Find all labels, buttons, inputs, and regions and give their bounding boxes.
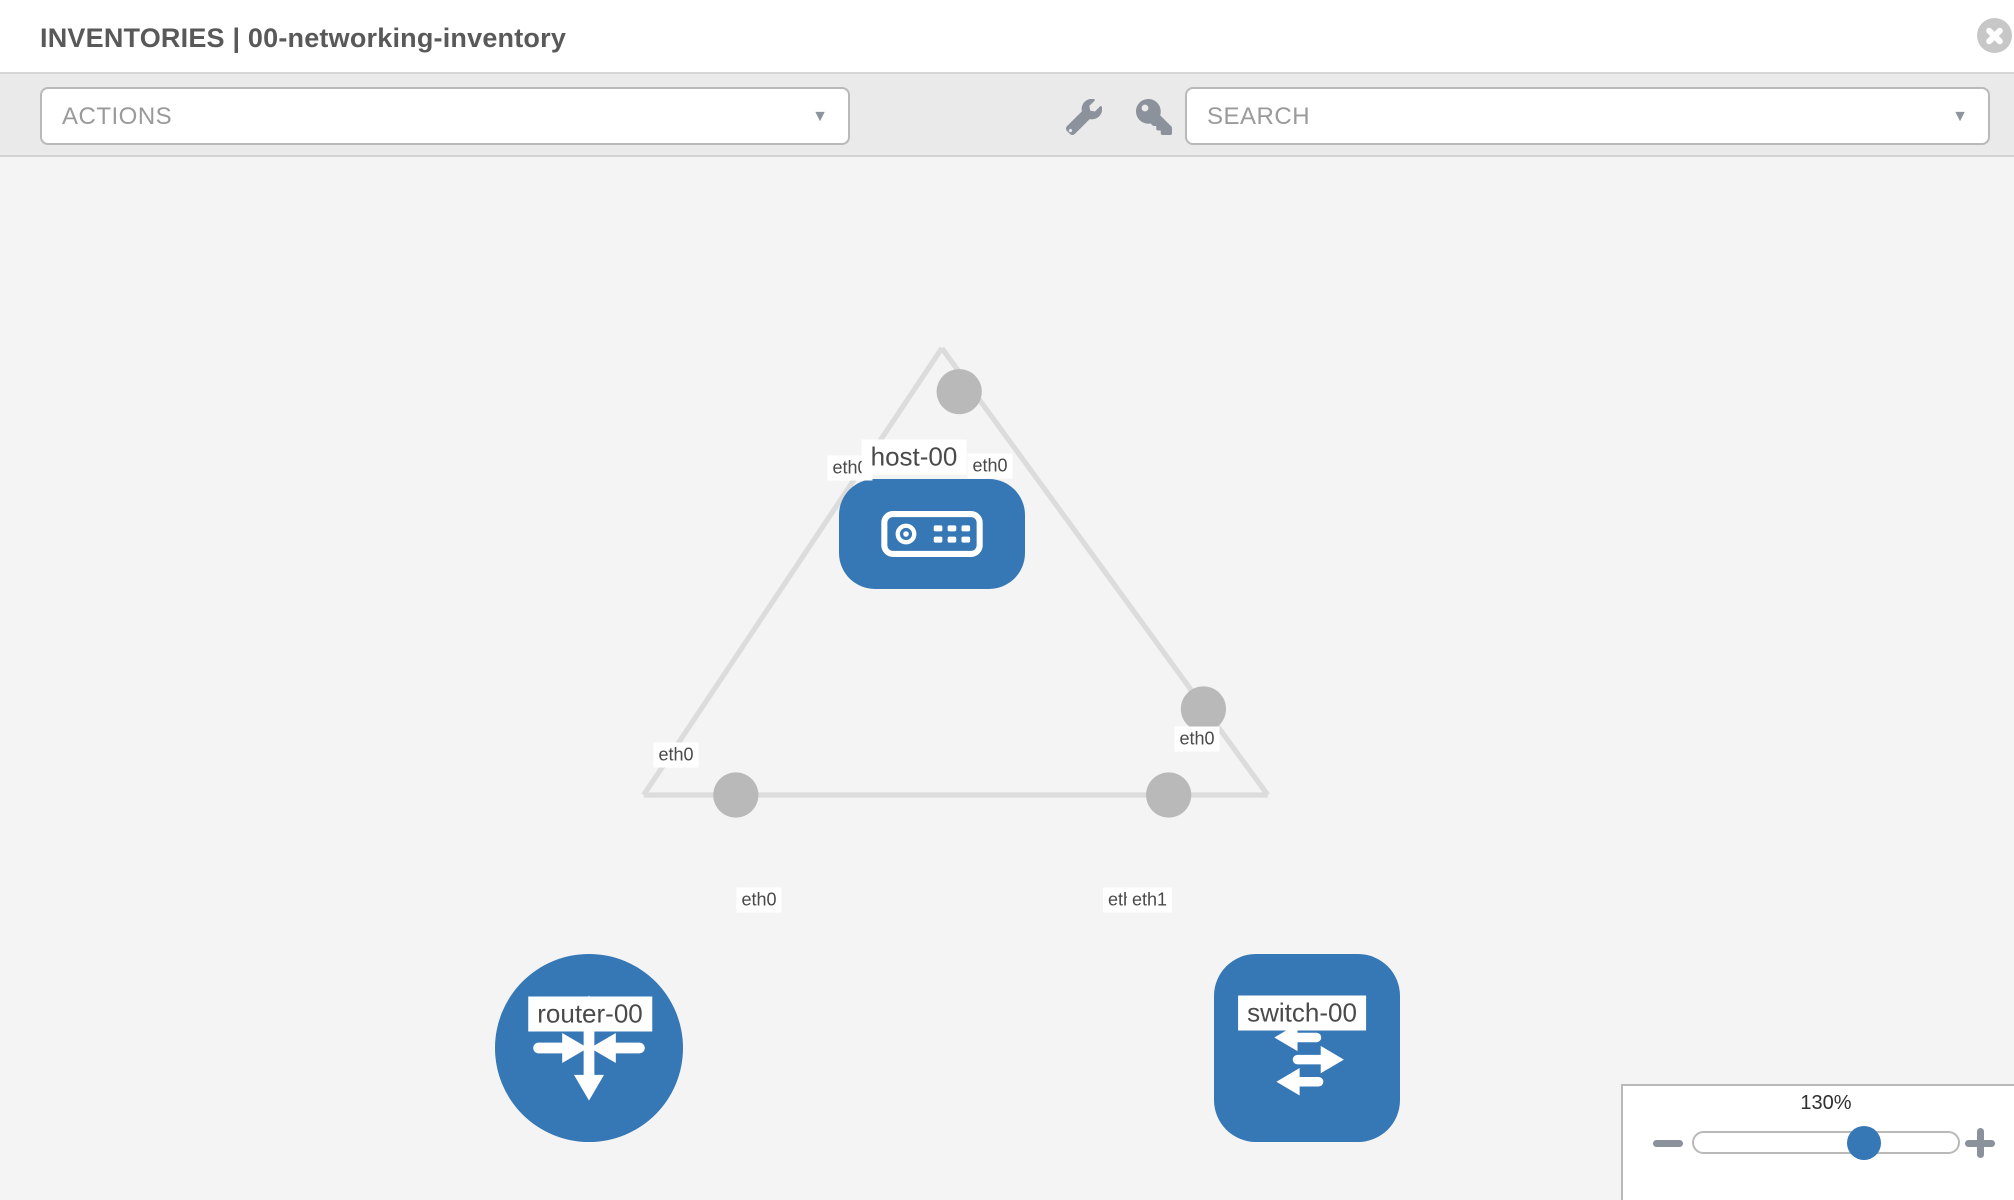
zoom-slider-thumb[interactable] xyxy=(1847,1126,1881,1160)
host-icon xyxy=(881,511,983,557)
credentials-button[interactable] xyxy=(1136,98,1174,136)
port-label-switch-top: eth0 xyxy=(1174,726,1220,752)
zoom-value: 130% xyxy=(1800,1092,1852,1114)
close-button[interactable] xyxy=(1977,18,2012,53)
port-label-host-right: eth0 xyxy=(967,453,1013,479)
actions-dropdown-label: ACTIONS xyxy=(62,103,173,130)
port-connector-switch-left xyxy=(1146,772,1192,818)
chevron-down-icon: ▼ xyxy=(812,108,828,125)
toolbar: ACTIONS ▼ SEARCH ▼ xyxy=(0,72,2014,157)
actions-dropdown[interactable]: ACTIONS ▼ xyxy=(40,87,850,145)
wrench-icon xyxy=(1066,99,1102,135)
page-title: INVENTORIES | 00-networking-inventory xyxy=(40,23,567,53)
router-icon xyxy=(533,995,645,1101)
topology-links-layer xyxy=(641,346,1270,818)
port-label-router-link: eth0 xyxy=(736,887,782,913)
node-label-switch-00: switch-00 xyxy=(1238,995,1366,1031)
port-label-switch-link: eth1 xyxy=(1127,887,1173,913)
port-connector-switch-top xyxy=(1180,686,1227,732)
zoom-slider[interactable] xyxy=(1692,1131,1960,1154)
search-dropdown-label: SEARCH xyxy=(1207,103,1311,130)
port-connector-router-right xyxy=(713,772,759,818)
node-switch-00[interactable] xyxy=(1214,954,1400,1142)
chevron-down-icon: ▼ xyxy=(1952,108,1968,125)
link-host-router xyxy=(641,346,944,797)
port-label-router-top: eth0 xyxy=(653,742,699,768)
minus-icon xyxy=(1653,1139,1683,1147)
zoom-in-button[interactable] xyxy=(1962,1125,1998,1161)
port-connector-host xyxy=(936,369,982,415)
search-dropdown[interactable]: SEARCH ▼ xyxy=(1185,87,1990,145)
key-icon xyxy=(1136,99,1172,135)
header: INVENTORIES | 00-networking-inventory xyxy=(0,0,2014,72)
node-router-00[interactable] xyxy=(495,954,683,1142)
adhoc-commands-button[interactable] xyxy=(1066,98,1104,136)
node-label-host-00: host-00 xyxy=(861,439,967,475)
topology-canvas[interactable]: eth0 host-00 eth0 eth0 eth0 eth0 eth0 et… xyxy=(0,157,2014,1200)
plus-icon xyxy=(1976,1128,1984,1158)
node-label-router-00: router-00 xyxy=(528,996,652,1032)
zoom-panel: 130% xyxy=(1621,1084,2014,1200)
node-host-00[interactable] xyxy=(839,479,1025,589)
zoom-out-button[interactable] xyxy=(1650,1125,1686,1161)
